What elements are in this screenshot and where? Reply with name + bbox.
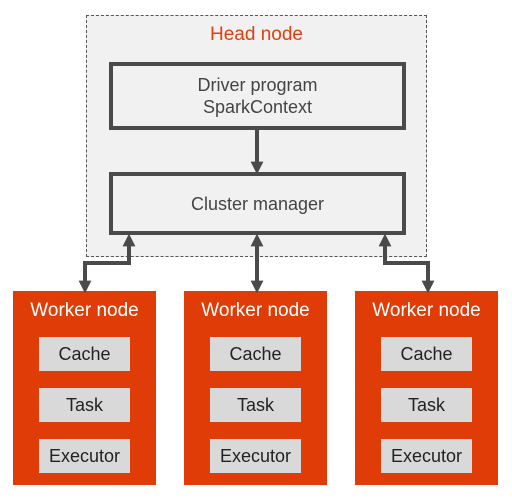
executor-box: Executor <box>39 439 130 473</box>
driver-program-label: Driver program <box>197 75 318 95</box>
task-box: Task <box>210 388 301 422</box>
worker-node-title: Worker node <box>372 300 481 321</box>
cluster-manager-box: Cluster manager <box>109 172 406 235</box>
worker-node-title: Worker node <box>201 300 310 321</box>
cache-box: Cache <box>210 337 301 371</box>
worker-node-2: Worker node Cache Task Executor <box>184 291 327 485</box>
task-box: Task <box>39 388 130 422</box>
worker-node-3: Worker node Cache Task Executor <box>355 291 498 485</box>
executor-box: Executor <box>381 439 472 473</box>
worker-node-title: Worker node <box>30 300 139 321</box>
cache-box: Cache <box>39 337 130 371</box>
task-box: Task <box>381 388 472 422</box>
cache-box: Cache <box>381 337 472 371</box>
executor-box: Executor <box>210 439 301 473</box>
spark-context-label: SparkContext <box>202 97 313 117</box>
head-node-title: Head node <box>210 24 303 45</box>
driver-program-box: Driver program SparkContext <box>109 62 406 130</box>
worker-node-1: Worker node Cache Task Executor <box>13 291 156 485</box>
cluster-manager-label: Cluster manager <box>190 193 325 214</box>
